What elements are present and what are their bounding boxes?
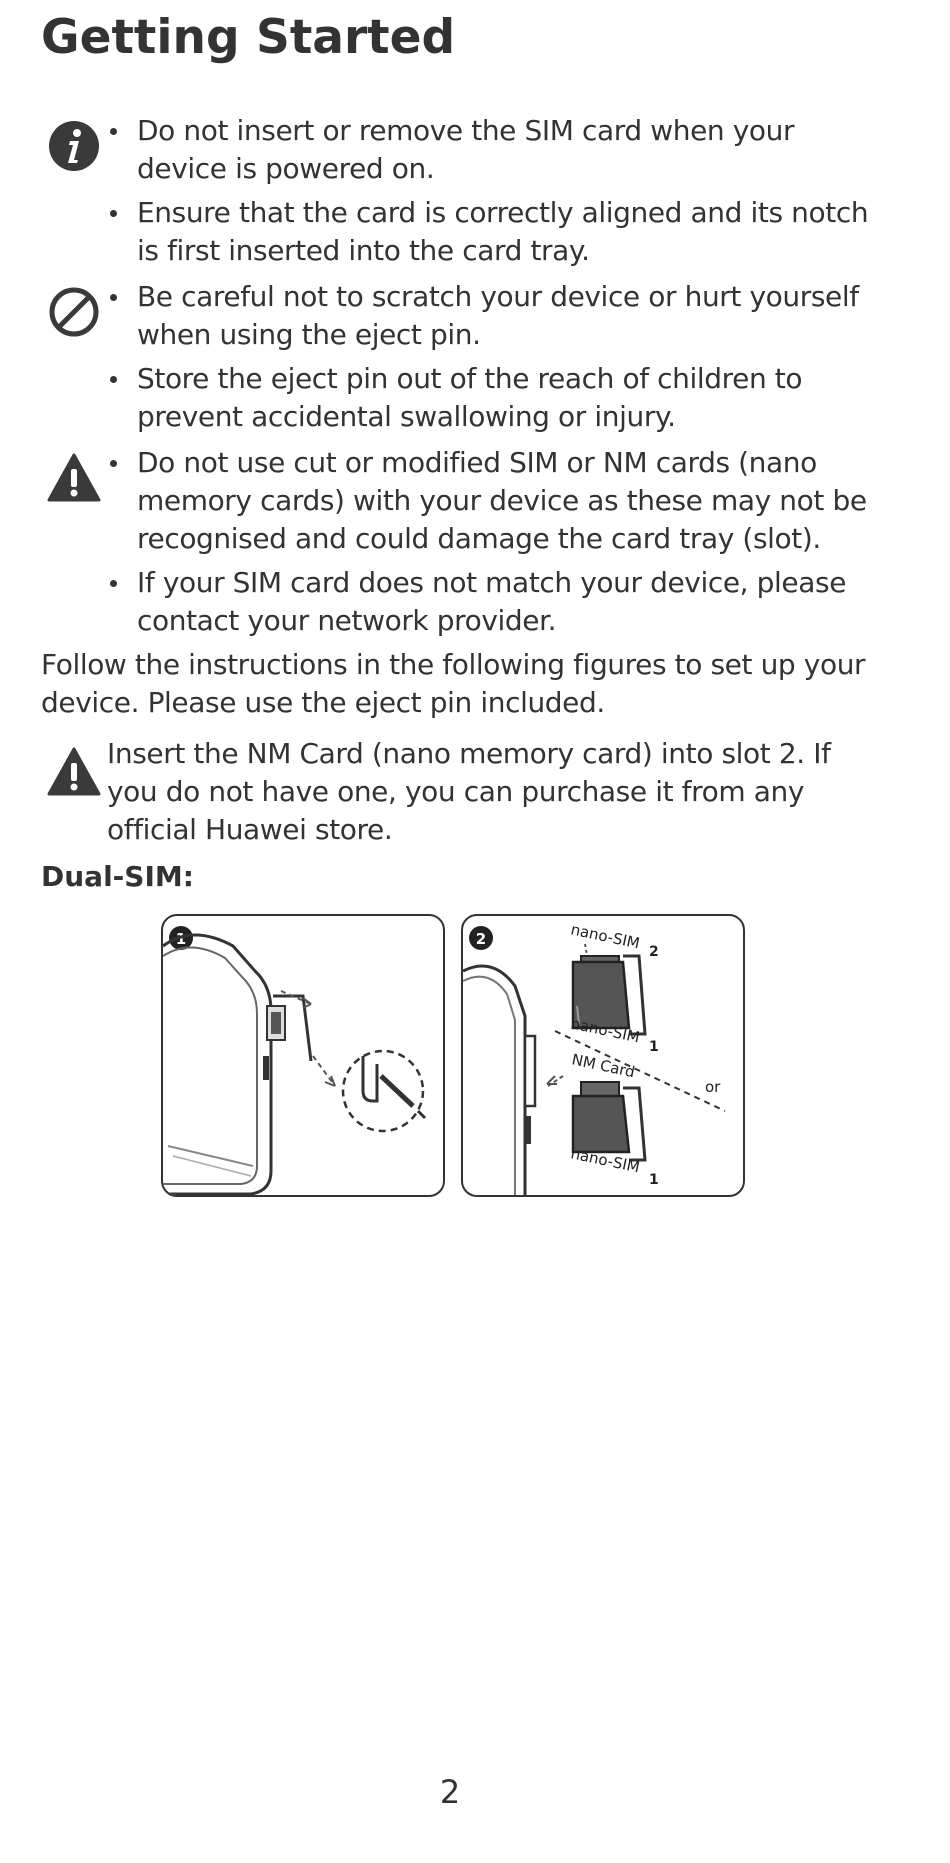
figure-step-2: 2 nano-SIM 2 nano-SIM 1 NM Card or nano-… <box>461 914 745 1197</box>
eject-tray-illustration: 1 <box>163 926 427 1195</box>
warning-icon <box>47 453 101 502</box>
prohibited-icon <box>49 287 99 337</box>
nm-card-label: NM Card <box>570 1050 636 1081</box>
instruction-paragraph: Follow the instructions in the following… <box>41 648 866 719</box>
list-item: Do not use cut or modified SIM or NM car… <box>0 444 877 558</box>
dual-sim-heading: Dual-SIM: <box>41 860 194 893</box>
figure-step-1: 1 <box>161 914 445 1197</box>
nano-sim-2-label: nano-SIM <box>569 920 641 952</box>
step-number: 1 <box>176 930 186 948</box>
or-label: or <box>705 1078 721 1096</box>
step-number: 2 <box>476 930 486 948</box>
notice-prohibited-list: Be careful not to scratch your device or… <box>0 278 950 442</box>
warning-icon <box>47 747 101 796</box>
slot-number: 1 <box>649 1039 659 1055</box>
slot-number: 2 <box>649 944 659 960</box>
list-item: Be careful not to scratch your device or… <box>0 278 877 354</box>
list-item: If your SIM card does not match your dev… <box>0 564 877 640</box>
list-item: Store the eject pin out of the reach of … <box>0 360 877 436</box>
tray-insertion-illustration: 2 nano-SIM 2 nano-SIM 1 NM Card or nano-… <box>463 920 726 1195</box>
list-item: Do not insert or remove the SIM card whe… <box>0 112 877 188</box>
info-icon <box>49 121 99 171</box>
list-item: Ensure that the card is correctly aligne… <box>0 194 877 270</box>
slot-number: 1 <box>649 1172 659 1188</box>
page-number: 2 <box>439 1773 461 1811</box>
nm-card-note: Insert the NM Card (nano memory card) in… <box>107 737 831 846</box>
page-title: Getting Started <box>41 10 456 65</box>
notice-warning-list: Do not use cut or modified SIM or NM car… <box>0 444 950 646</box>
notice-info-list: Do not insert or remove the SIM card whe… <box>0 112 950 276</box>
